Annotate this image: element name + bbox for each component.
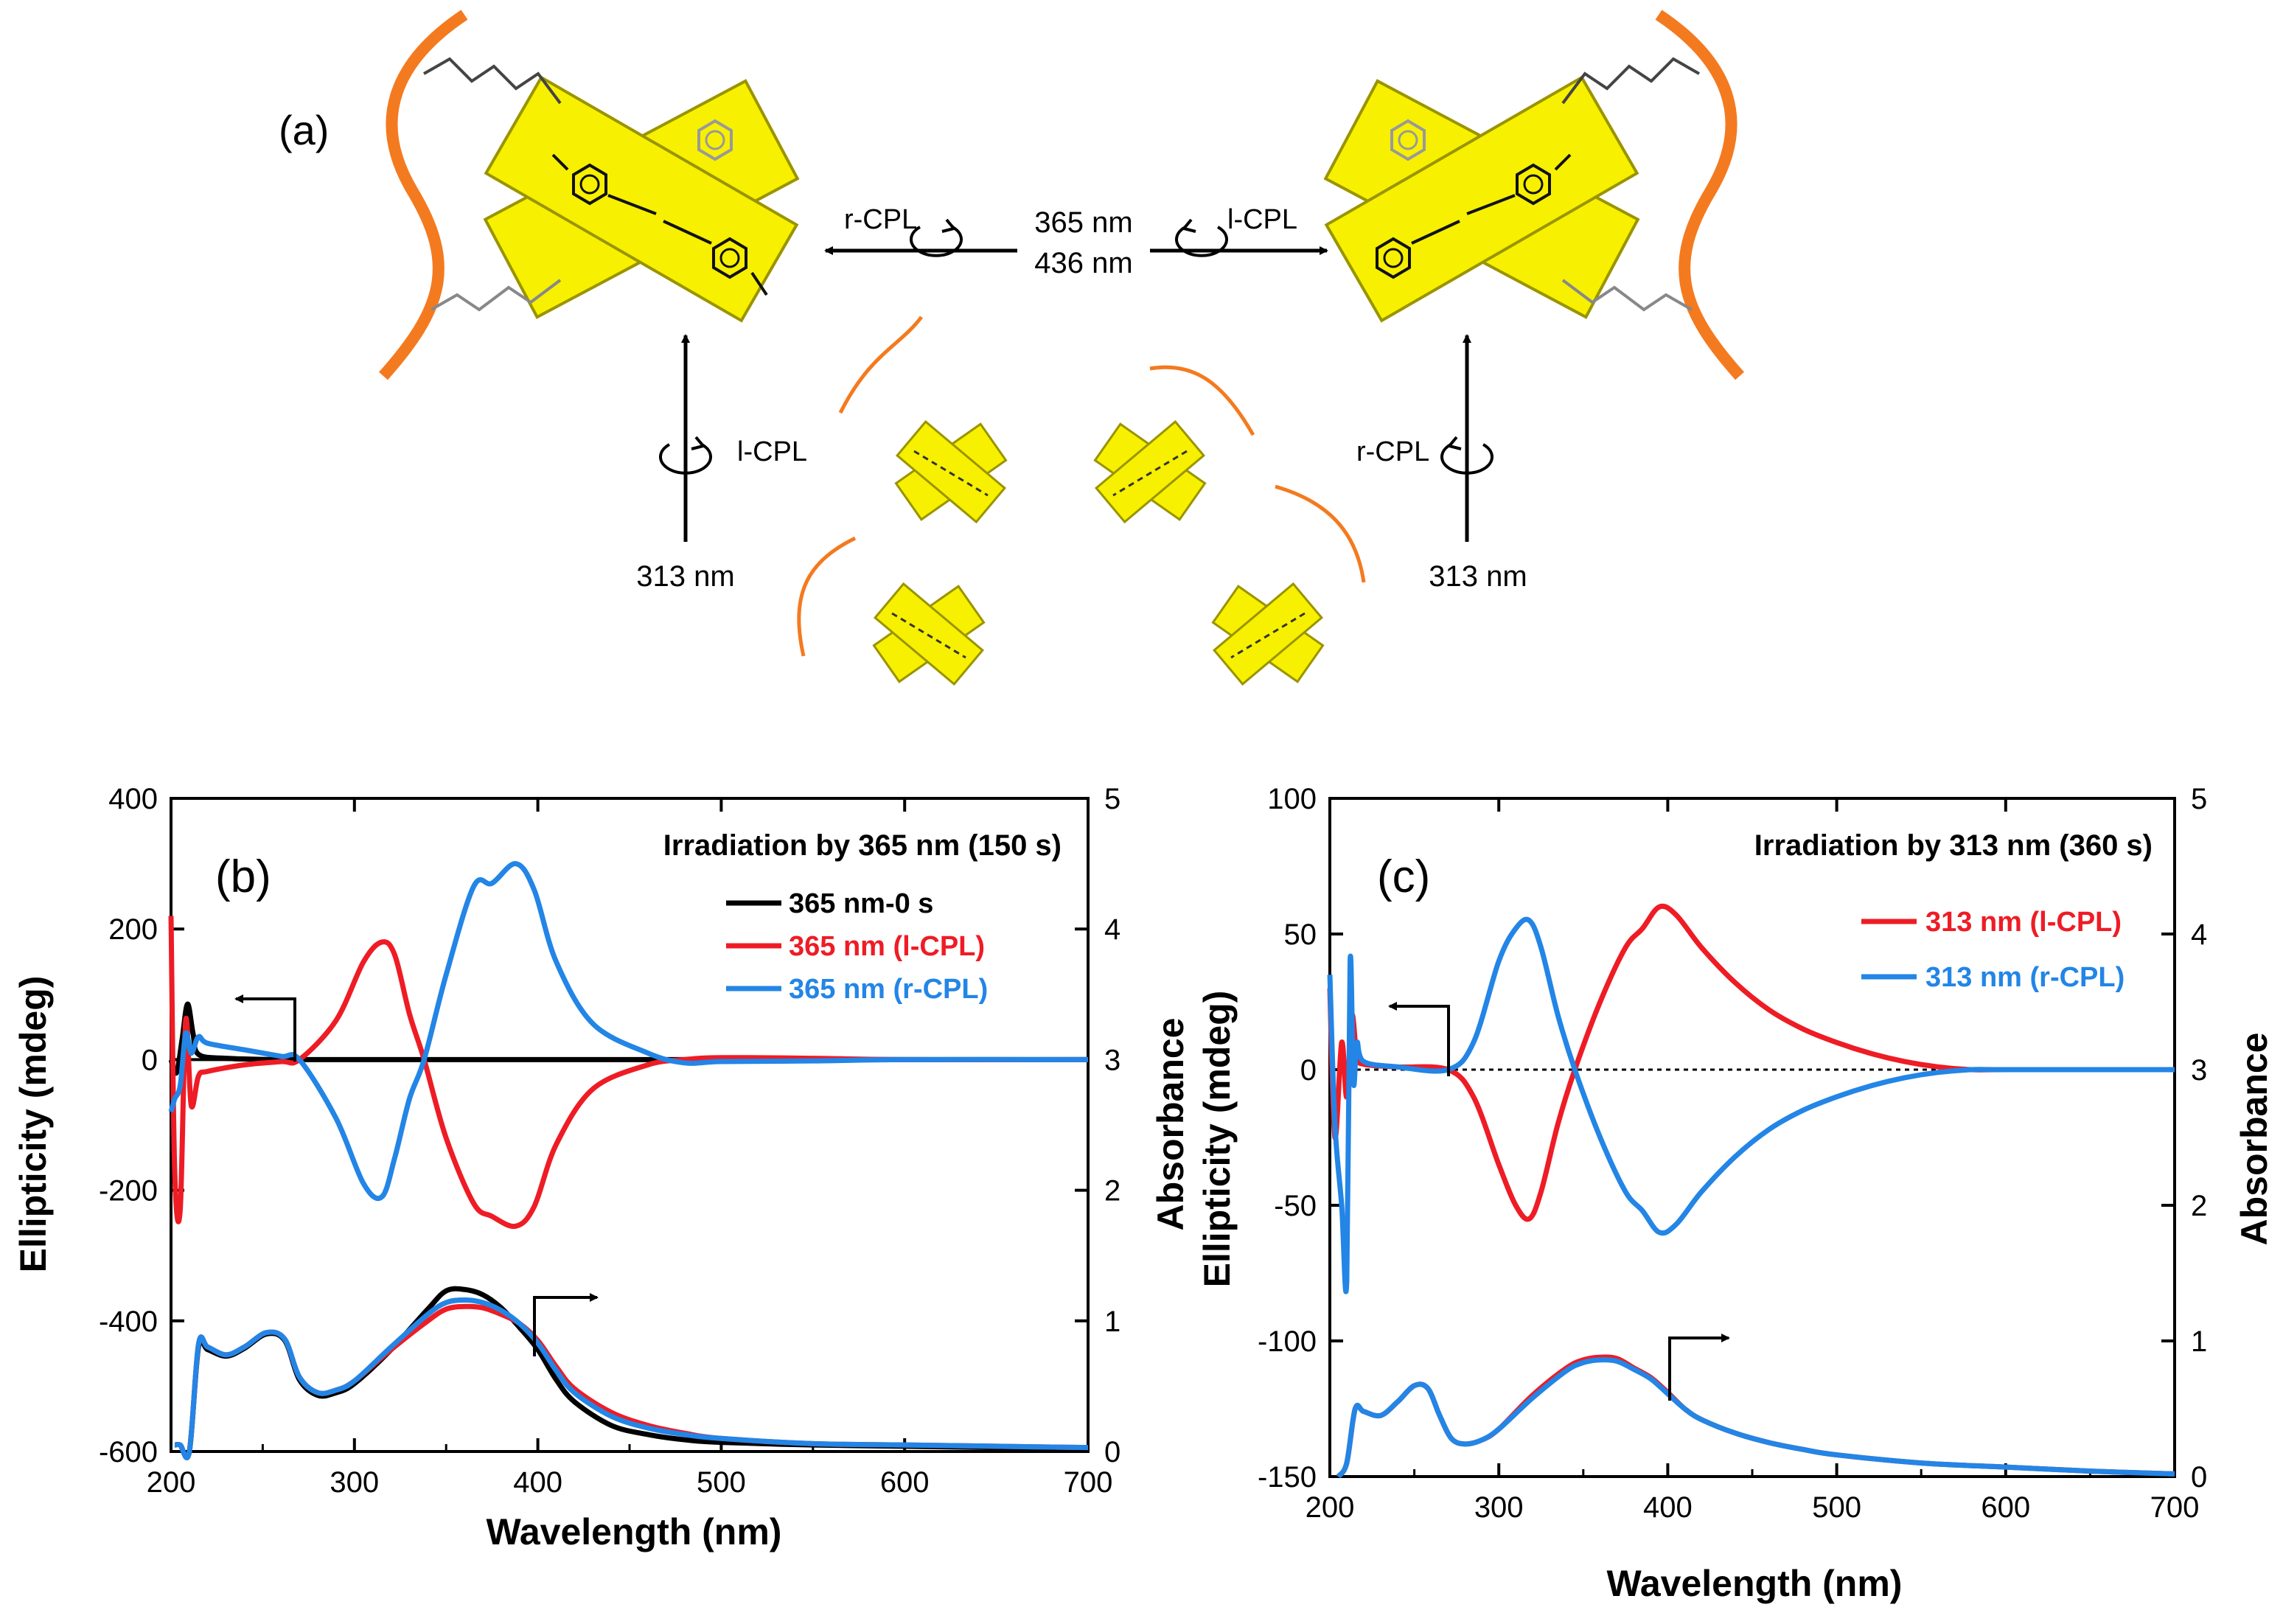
y-tick-label: -600 (99, 1436, 158, 1468)
top-wavelength-1: 365 nm (1034, 206, 1132, 239)
panel-c-right-pointer (1668, 1334, 1730, 1401)
panel-a-schematic: (a) (279, 10, 1744, 686)
y-tick-label: 400 (108, 783, 158, 815)
left-rod-assembly (483, 75, 800, 323)
y2-tick-label: 5 (2191, 783, 2207, 815)
y2-tick-label: 3 (1104, 1044, 1120, 1076)
y-tick-label: 0 (142, 1044, 158, 1076)
panel-c-legend-0: 313 nm (l-CPL) (1925, 907, 2122, 938)
panel-b-xlabel: Wavelength (nm) (487, 1511, 782, 1552)
center-rod-cluster-3 (872, 582, 986, 686)
panel-b-title: Irradiation by 365 nm (150 s) (663, 829, 1062, 862)
x-tick-label: 400 (513, 1466, 562, 1499)
panel-c-label: (c) (1377, 851, 1430, 902)
panel-c-legend: 313 nm (l-CPL) 313 nm (r-CPL) (1861, 907, 2125, 993)
x-tick-label: 600 (1981, 1491, 2030, 1524)
left-polymer-chain (379, 10, 468, 380)
panel-b-chart: 200 300 400 500 600 700 -600 -400 -200 0 200 400 0 1 2… (13, 783, 1191, 1552)
y2-tick-label: 1 (2191, 1325, 2207, 1358)
series-line-c-3 (1336, 1357, 2175, 1479)
panel-a-label: (a) (279, 107, 329, 153)
panel-c-left-pointer (1388, 1002, 1450, 1076)
x-tick-label: 300 (330, 1466, 379, 1499)
series-line-b-5 (174, 1297, 1089, 1460)
series-line-b-1 (168, 916, 1089, 1230)
panel-b-legend-2: 365 nm (r-CPL) (789, 974, 988, 1005)
series-line-c-0 (1327, 903, 2175, 1222)
y-tick-label: -150 (1258, 1461, 1317, 1494)
top-wavelength-2: 436 nm (1034, 247, 1132, 279)
y-tick-label: -200 (99, 1175, 158, 1207)
right-side-light: r-CPL (1356, 436, 1429, 467)
panel-b-series (168, 861, 1089, 1460)
panel-b-legend-1: 365 nm (l-CPL) (789, 931, 985, 962)
y2-tick-label: 1 (1104, 1306, 1120, 1338)
series-line-b-4 (174, 1303, 1089, 1460)
center-rod-cluster-1 (894, 420, 1008, 523)
y2-tick-label: 0 (1104, 1436, 1120, 1468)
y-tick-label: 200 (108, 913, 158, 946)
y2-tick-label: 2 (2191, 1190, 2207, 1222)
y-tick-label: -400 (99, 1306, 158, 1338)
y2-tick-label: 5 (1104, 783, 1120, 815)
right-rod-assembly (1323, 75, 1640, 323)
panel-b-right-pointer (533, 1293, 599, 1356)
series-line-b-0 (168, 1001, 1088, 1076)
panel-c-series (1327, 903, 2175, 1479)
series-line-b-2 (168, 861, 1089, 1202)
x-tick-label: 200 (147, 1466, 196, 1499)
right-polymer-chain (1655, 10, 1744, 380)
x-tick-label: 700 (1064, 1466, 1113, 1499)
y2-tick-label: 0 (2191, 1461, 2207, 1494)
series-line-c-1 (1327, 916, 2175, 1294)
right-bottom-wavelength: 313 nm (1429, 560, 1527, 593)
panel-b-ylabel-left: Ellipticity (mdeg) (13, 976, 54, 1273)
panel-b-legend: 365 nm-0 s 365 nm (l-CPL) 365 nm (r-CPL) (726, 888, 988, 1005)
y2-tick-label: 4 (1104, 913, 1120, 946)
x-tick-label: 400 (1643, 1491, 1693, 1524)
left-bottom-wavelength: 313 nm (636, 560, 734, 593)
center-rod-cluster-2 (1093, 420, 1207, 523)
left-top-light: r-CPL (844, 204, 917, 235)
panel-c-plot-frame (1328, 797, 2176, 1478)
y-tick-label: 50 (1284, 919, 1317, 951)
y2-tick-label: 4 (2191, 919, 2207, 951)
panel-c-ylabel-right: Absorbance (2234, 1033, 2275, 1246)
panel-c-ticks: 200 300 400 500 600 700 -150 -100 -50 0 50 100 0 1 2 3 4… (1258, 783, 2207, 1524)
x-tick-label: 500 (1812, 1491, 1861, 1524)
panel-b-ylabel-right: Absorbance (1150, 1018, 1191, 1231)
series-line-b-3 (174, 1286, 1089, 1460)
x-tick-label: 700 (2150, 1491, 2200, 1524)
panel-c-ylabel-left: Ellipticity (mdeg) (1196, 991, 1238, 1288)
y-tick-label: 0 (1300, 1054, 1317, 1087)
panel-c-chart: 200 300 400 500 600 700 -150 -100 -50 0 50 100 0 1 2 3 4… (1196, 783, 2275, 1604)
x-tick-label: 200 (1306, 1491, 1355, 1524)
y-tick-label: 100 (1267, 783, 1317, 815)
panel-c-legend-1: 313 nm (r-CPL) (1925, 962, 2125, 993)
panel-c-xlabel: Wavelength (nm) (1607, 1563, 1903, 1604)
left-side-light: l-CPL (737, 436, 807, 467)
center-rod-cluster-4 (1211, 582, 1325, 686)
panel-c-title: Irradiation by 313 nm (360 s) (1754, 829, 2153, 862)
y2-tick-label: 3 (2191, 1054, 2207, 1087)
y-tick-label: -50 (1274, 1190, 1317, 1222)
panel-b-plot-frame (170, 797, 1090, 1453)
panel-b-label: (b) (215, 851, 271, 902)
x-tick-label: 300 (1474, 1491, 1524, 1524)
right-top-light: l-CPL (1227, 204, 1297, 235)
panel-b-legend-0: 365 nm-0 s (789, 888, 933, 919)
x-tick-label: 500 (697, 1466, 746, 1499)
panel-b-left-pointer (234, 994, 296, 1062)
y-tick-label: -100 (1258, 1325, 1317, 1358)
x-tick-label: 600 (880, 1466, 930, 1499)
series-line-c-2 (1336, 1354, 2175, 1479)
y2-tick-label: 2 (1104, 1175, 1120, 1207)
